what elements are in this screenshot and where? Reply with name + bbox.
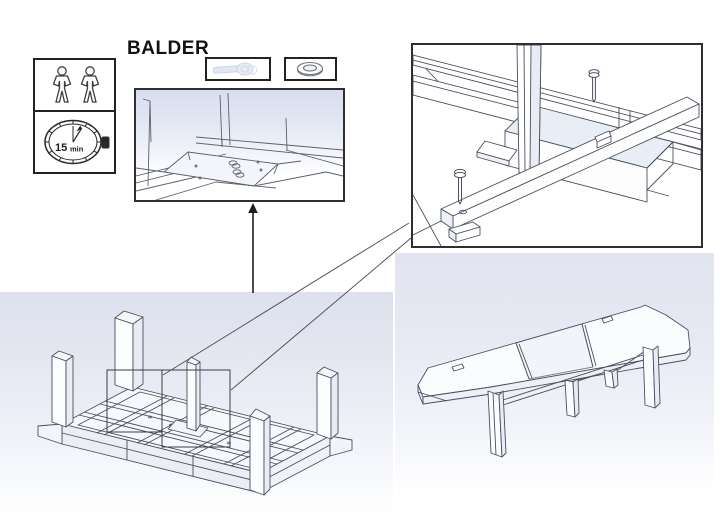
time-unit: min (70, 145, 84, 154)
time-value: 15 (55, 142, 67, 154)
bolt-part-icon (212, 62, 258, 76)
dowel-block (448, 221, 481, 243)
right-scene-background (395, 253, 714, 492)
screw-icon (454, 168, 466, 205)
screw-icon (588, 69, 600, 103)
underside-inset-box (134, 88, 345, 202)
part-box-bolt (205, 57, 271, 81)
left-scene-background (0, 292, 393, 517)
two-people-icon (52, 66, 100, 103)
leg-rail-screw-assembly-drawing (413, 45, 701, 246)
two-people-cell (35, 60, 114, 112)
requirements-box: 15 min (33, 58, 116, 174)
time-cell: 15 min (35, 114, 114, 172)
up-arrow-icon (248, 203, 258, 293)
stopwatch-icon: 15 min (44, 119, 110, 165)
assembly-detail-box (411, 43, 703, 248)
underside-closeup-drawing (136, 92, 343, 200)
product-title: BALDER (127, 38, 210, 59)
washer-part-icon (296, 61, 324, 77)
part-box-washer (284, 57, 337, 81)
